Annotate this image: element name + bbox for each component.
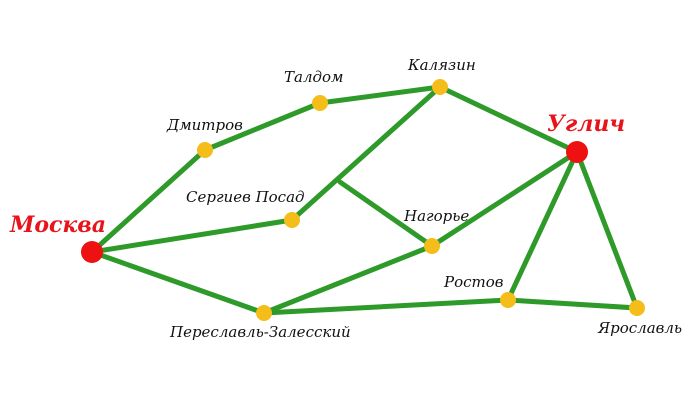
town-sergiev-marker [284,212,300,228]
road-uglich-rostov [505,149,580,303]
road-nagorye-uglich [429,149,580,249]
town-yaroslavl-label: Ярославль [597,319,682,337]
road-kalyazin-uglich [437,84,580,155]
town-moskva-marker [81,241,103,263]
road-sergiev-kalyazin [289,84,443,223]
town-taldom-marker [312,95,328,111]
town-rostov-label: Ростов [443,273,504,291]
town-sergiev-label: Сергиев Посад [186,188,305,206]
town-rostov-marker [500,292,516,308]
road-rostov-yaroslavl [505,297,640,311]
town-uglich-label: Углич [547,111,625,137]
town-dmitrov-marker [197,142,213,158]
town-pereslavl-label: Переславль-Залесский [169,323,351,341]
road-moskva-pereslavl [89,249,267,316]
road-pereslavl-nagorye [261,243,435,316]
road-pereslavl-rostov [261,297,511,316]
road-moskva-sergiev [89,217,295,255]
towns-layer [81,79,645,321]
town-pereslavl-marker [256,305,272,321]
road-dmitrov-taldom [202,100,323,153]
town-kalyazin-label: Калязин [407,56,476,74]
town-taldom-label: Талдом [284,68,343,86]
road-moskva-dmitrov [89,147,208,255]
roads-layer [89,84,640,316]
town-nagorye-marker [424,238,440,254]
town-dmitrov-label: Дмитров [166,116,243,134]
town-uglich-marker [566,141,588,163]
town-moskva-label: Москва [9,212,106,238]
town-yaroslavl-marker [629,300,645,316]
road-uglich-yaroslavl [574,149,640,311]
town-kalyazin-marker [432,79,448,95]
town-nagorye-label: Нагорье [403,207,469,225]
road-junction-nagorye [337,179,435,249]
road-taldom-kalyazin [317,84,443,106]
labels-layer: Москва Углич Дмитров Талдом Калязин Серг… [9,56,682,341]
